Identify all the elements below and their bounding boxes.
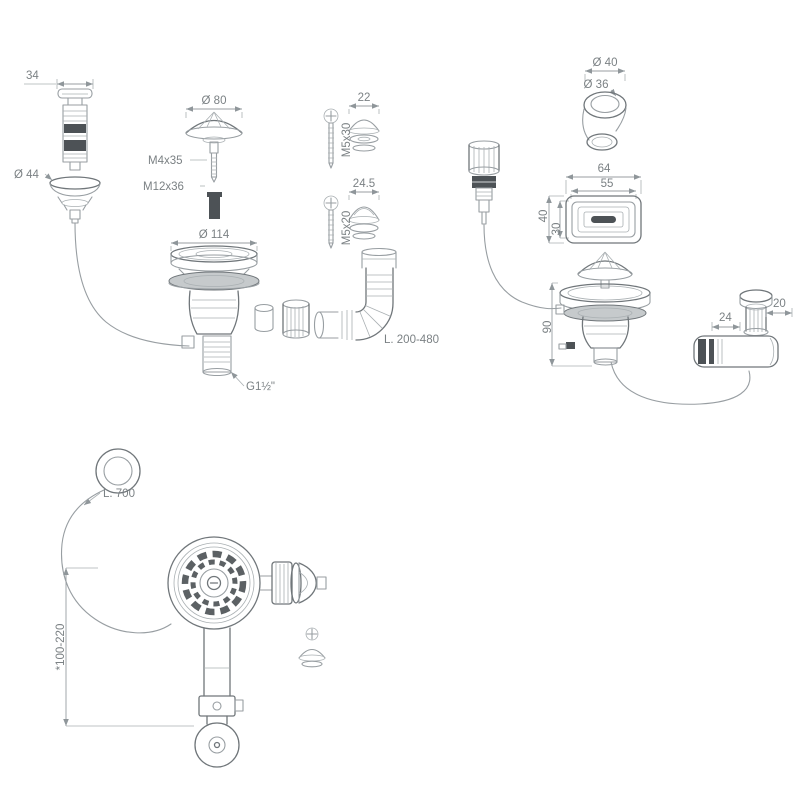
overflow-elbow-drawing xyxy=(582,91,627,151)
m5x30-label: M5x30 xyxy=(341,123,353,158)
dim-34-annotation: 34 xyxy=(24,70,94,89)
screw-set-m5x30-figure: 22 M5x30 xyxy=(323,92,380,169)
dim-64-label: 64 xyxy=(598,163,611,175)
drain-body-drawing xyxy=(181,290,240,377)
bolt-m12x36-drawing: M12x36 xyxy=(143,181,222,219)
installed-view-figure: L. 700 xyxy=(55,448,327,768)
dim-22-annotation: 22 xyxy=(348,92,380,114)
strainer-flange-drawing xyxy=(168,245,260,291)
dim-64-annotation: 64 xyxy=(565,163,642,194)
height-range-label: *100-220 xyxy=(55,624,67,671)
screw-set-m5x20-figure: 24.5 M5x20 xyxy=(323,178,380,249)
dim-40-annotation: 40 xyxy=(538,195,564,244)
basket-strainer-exploded-figure: Ø 80 M4x35 M12x36 Ø 114 xyxy=(143,95,310,393)
dim-36-dia-annotation: Ø 36 xyxy=(584,79,617,97)
dim-80-annotation: Ø 80 xyxy=(185,95,243,118)
dim-55-label: 55 xyxy=(601,178,614,190)
dim-40-dia-annotation: Ø 40 xyxy=(584,57,626,81)
dim-114-annotation: Ø 114 xyxy=(170,229,258,251)
dia-114-label: Ø 114 xyxy=(199,229,230,241)
side-knob-drawing xyxy=(259,561,327,605)
strainer-top-view-drawing xyxy=(167,536,261,630)
gasket-ring-drawing xyxy=(254,303,274,333)
dia-44-label: Ø 44 xyxy=(14,169,40,181)
hose-length-label: L. 200-480 xyxy=(384,334,439,346)
tailpipe-drawing xyxy=(194,627,244,768)
dim-20-annotation: 20 xyxy=(765,298,793,317)
overflow-cover-drawing xyxy=(565,195,642,244)
strainer-plug-drawing xyxy=(185,111,243,154)
m4x35-label: M4x35 xyxy=(148,155,183,167)
dim-24-5-label: 24.5 xyxy=(353,178,375,190)
dim-g-thread-annotation: G1½" xyxy=(230,371,275,393)
dia-36-label: Ø 36 xyxy=(584,79,609,91)
dim-40-label: 40 xyxy=(538,210,550,223)
air-hose-connector-drawing xyxy=(468,140,562,310)
overflow-strainer-figure: Ø 40 Ø 36 64 55 40 xyxy=(468,57,793,405)
dim-55-annotation: 55 xyxy=(570,178,637,199)
side-actuator-drawing xyxy=(693,289,779,368)
dim-34-label: 34 xyxy=(26,70,39,82)
dim-30-label: 30 xyxy=(551,223,563,236)
overflow-strainer-drawing xyxy=(555,251,651,366)
air-hose-bottom xyxy=(60,489,172,634)
dia-80-label: Ø 80 xyxy=(202,95,227,107)
screw-m4x35-drawing: M4x35 xyxy=(148,152,218,183)
dim-24-annotation: 24 xyxy=(711,312,741,331)
pneumatic-push-button-figure: 34 Ø 44 xyxy=(14,70,190,347)
dim-30-annotation: 30 xyxy=(551,200,569,239)
dim-90-annotation: 90 xyxy=(542,282,592,367)
sink-hole-seal-drawing: Ø 44 xyxy=(14,169,101,224)
small-screw-washer-drawing xyxy=(298,627,326,668)
knurled-nut-drawing xyxy=(282,299,310,339)
dim-24-label: 24 xyxy=(719,312,732,324)
m12x36-label: M12x36 xyxy=(143,181,184,193)
dim-24-5-annotation: 24.5 xyxy=(348,178,380,200)
air-hose-left xyxy=(74,222,190,347)
dim-22-label: 22 xyxy=(358,92,371,104)
screw-m5x20-drawing xyxy=(323,195,339,249)
dim-90-label: 90 xyxy=(542,321,554,334)
dia-40-label: Ø 40 xyxy=(593,57,618,69)
dim-height-range-annotation: *100-220 xyxy=(55,567,194,727)
push-button-drawing xyxy=(57,88,93,171)
m5x20-label: M5x20 xyxy=(341,211,353,246)
screw-m5x30-drawing xyxy=(323,108,339,169)
dim-20-label: 20 xyxy=(773,298,786,310)
air-hose-right xyxy=(610,361,751,405)
corrugated-hose-figure: L. 200-480 xyxy=(313,247,439,346)
g-thread-label: G1½" xyxy=(246,381,275,393)
dim-cord-length-annotation: L. 700 xyxy=(83,488,135,506)
cord-length-label: L. 700 xyxy=(103,488,135,500)
button-top-view-drawing xyxy=(95,448,141,494)
